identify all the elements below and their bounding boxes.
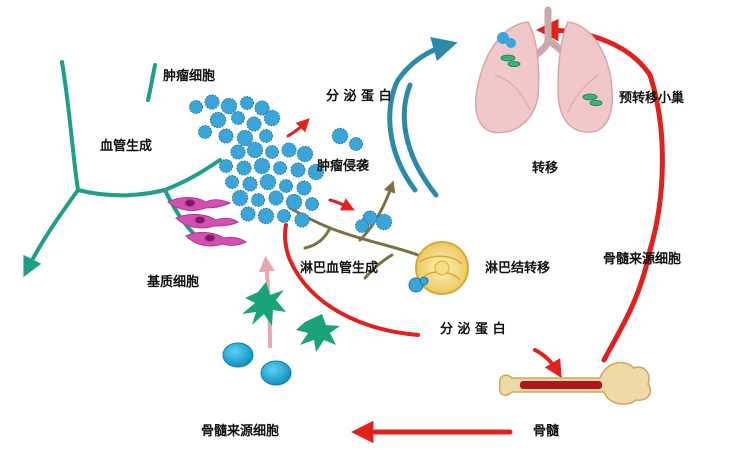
tumor-cell [204,94,220,110]
tumor-cell [296,180,312,196]
tumor-cell [246,141,264,159]
tumor-cell [236,160,252,176]
tumor-cell [259,173,277,191]
label-secreted-protein-bottom: 分 泌 蛋 白 [440,322,506,337]
label-bone-marrow-derived-cells-bottom: 骨髓来源细胞 [201,424,280,439]
tumor-cell [331,127,349,145]
tumor-cell [231,189,249,207]
label-tumor-cells: 肿瘤细胞 [163,69,216,84]
stromal-cell-icon [167,197,247,247]
tumor-cell [236,129,254,147]
tumor-cell [254,100,270,116]
tumor-cell [349,137,363,151]
tumor-cell [251,193,265,207]
tumor-cell [294,212,310,228]
tumor-cell [273,161,287,175]
tumor-cell [305,197,319,211]
tumor-cell [257,207,275,225]
label-metastasis: 转移 [532,161,559,176]
lung-metastasis-cells [497,32,516,48]
tumor-cell [230,144,246,160]
red-blood-cell-icon [222,342,292,386]
label-lymphangiogenesis: 淋巴血管生成 [300,261,379,276]
label-tumor-invasion: 肿瘤侵袭 [317,159,370,174]
tumor-cell [265,145,279,159]
label-lymph-node-metastasis: 淋巴结转移 [485,261,551,276]
lymph-node-icon [408,241,469,295]
tumor-cell [242,176,258,192]
tumor-cell [220,97,238,115]
label-angiogenesis: 血管生成 [100,139,153,154]
tumor-cell [285,193,303,211]
tumor-cell [240,96,254,110]
angiogenesis-vessels [23,60,222,278]
tumor-cell [279,179,293,193]
tumor-cell [268,190,284,206]
tumor-cell [290,162,306,178]
tumor-cell [246,116,262,132]
tumor-cell-cluster-icon [189,94,393,233]
tumor-cell [375,213,393,231]
tumor-cell [296,145,314,163]
tumor-cell [209,111,227,129]
bone-icon [498,361,652,405]
label-bone-marrow: 骨髓 [533,424,560,439]
tumor-cell [240,206,256,222]
tumor-cell [189,100,203,114]
tumor-cell [198,125,212,139]
label-premetastatic-niche: 预转移小巢 [619,91,685,106]
lungs-icon [474,6,614,134]
tumor-cell [281,142,297,158]
tumor-cell [259,129,273,143]
green-cell-icon [500,54,603,107]
tumor-cell [218,128,234,144]
label-stromal-cells: 基质细胞 [147,275,200,290]
circulation-arrows [283,18,665,444]
tumor-cell [253,157,271,175]
invasion-arrow [387,36,458,198]
label-bone-marrow-derived-cells-right: 骨髓来源细胞 [603,252,682,267]
tumor-cell [219,159,233,173]
tumor-cell [277,209,291,223]
tumor-cell [263,109,281,127]
green-cell-icon [242,282,340,352]
tumor-cell [355,219,369,233]
tumor-cell [231,111,245,125]
label-secreted-protein-top: 分 泌 蛋 白 [326,89,392,104]
tumor-cell [307,163,325,181]
tumor-cell [225,175,239,189]
